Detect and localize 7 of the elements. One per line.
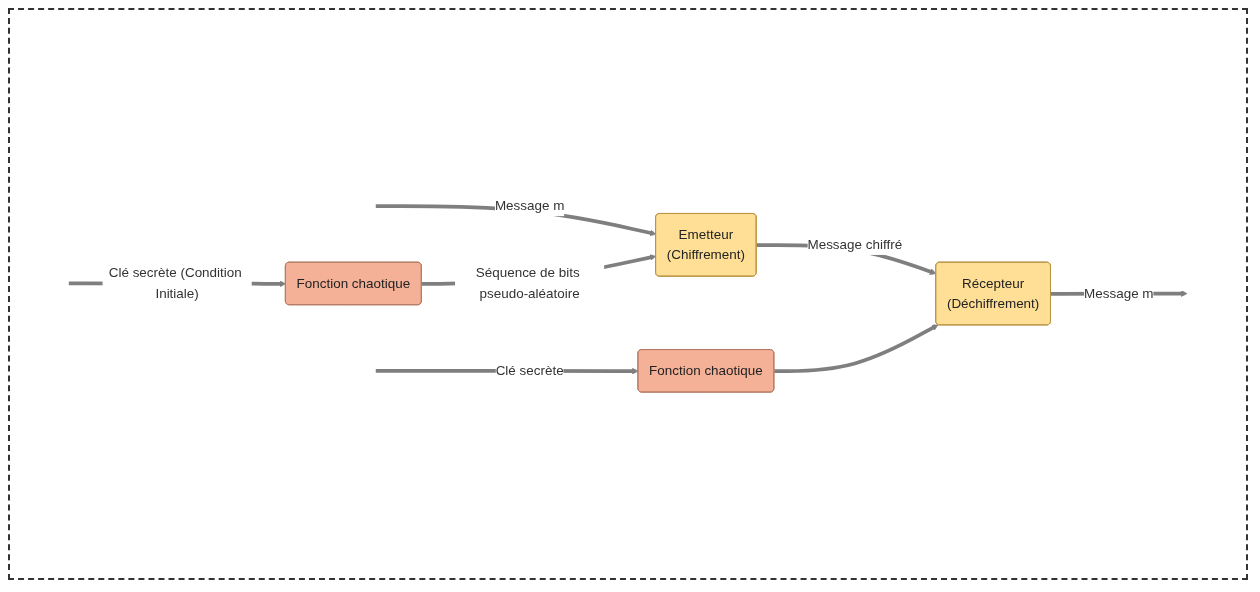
- arrow: [774, 325, 939, 374]
- edge-label: Séquence de bits pseudo-aléatoire: [475, 265, 580, 302]
- edge-label: Clé secrète (Condition Initiale): [108, 265, 242, 302]
- edge-label: Clé secrète: [495, 363, 564, 379]
- edge-label: Message m: [494, 198, 565, 214]
- edge-label: Message chiffré: [807, 237, 903, 253]
- edge-label: Message m: [1084, 286, 1154, 302]
